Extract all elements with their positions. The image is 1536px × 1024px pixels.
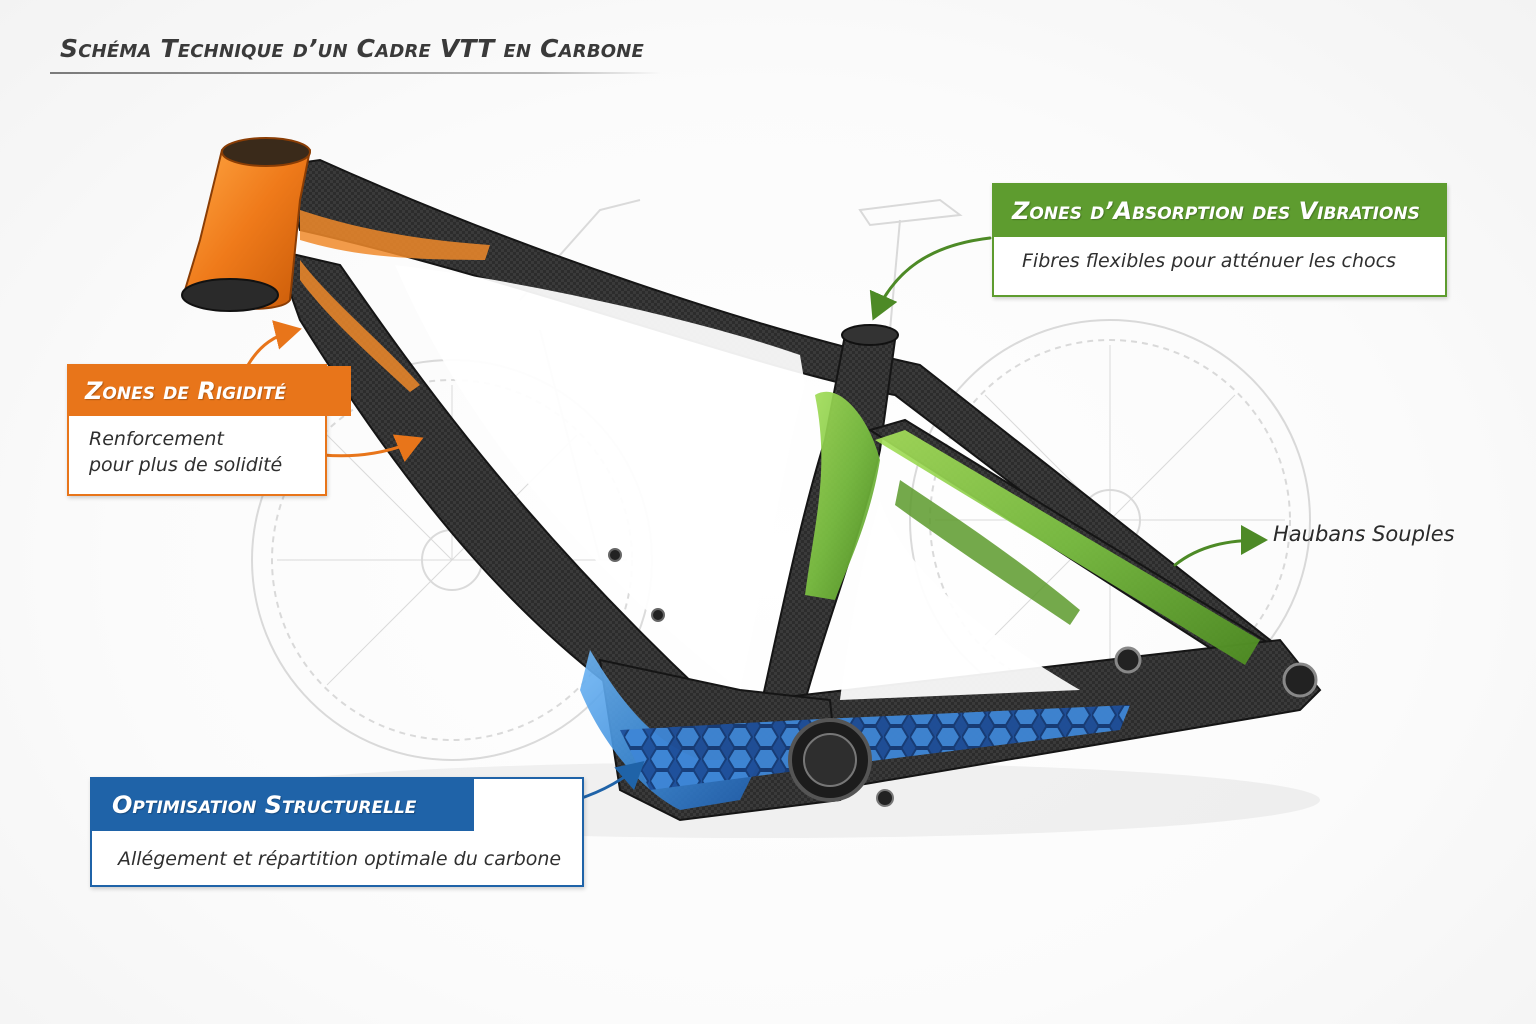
- callout-rigidity-heading: Zones de Rigidité: [69, 366, 351, 416]
- bottle-mount: [608, 548, 622, 562]
- callout-rigidity-body: Renforcement pour plus de solidité: [69, 416, 325, 478]
- callout-absorption: Zones d’Absorption des Vibrations Fibres…: [992, 183, 1447, 297]
- callout-optimisation-body: Allégement et répartition optimale du ca…: [118, 848, 562, 870]
- callout-absorption-heading: Zones d’Absorption des Vibrations: [994, 185, 1445, 237]
- callout-optimisation-heading: Optimisation Structurelle: [92, 779, 474, 831]
- arrow-absorption: [869, 236, 992, 321]
- rigidity-zone-head-tube: [181, 137, 490, 392]
- page-title: Schéma Technique d’un Cadre VTT en Carbo…: [60, 34, 645, 63]
- carbon-frame: [181, 137, 1322, 822]
- optimisation-zone: [580, 650, 1130, 810]
- label-seat-stays: Haubans Souples: [1273, 522, 1455, 546]
- callout-optimisation: Optimisation Structurelle Allégement et …: [90, 777, 584, 887]
- rear-dropout: [1282, 662, 1318, 698]
- callout-rigidity: Zones de Rigidité Renforcement pour plus…: [67, 364, 351, 496]
- title-underline: [50, 72, 662, 74]
- pivot-bolt: [1114, 646, 1142, 674]
- bottle-mount: [651, 608, 665, 622]
- seat-tube-top: [841, 324, 899, 346]
- arrow-rigidity-top: [246, 320, 302, 367]
- arrow-rigidity-side: [321, 434, 424, 463]
- chainstay-bolt: [876, 789, 894, 807]
- callout-absorption-body: Fibres flexibles pour atténuer les chocs: [1022, 250, 1396, 272]
- absorption-zone: [805, 391, 1260, 665]
- callout-rigidity-line2: pour plus de solidité: [89, 454, 283, 476]
- arrow-stays: [1173, 525, 1268, 567]
- callout-rigidity-line1: Renforcement: [89, 428, 224, 450]
